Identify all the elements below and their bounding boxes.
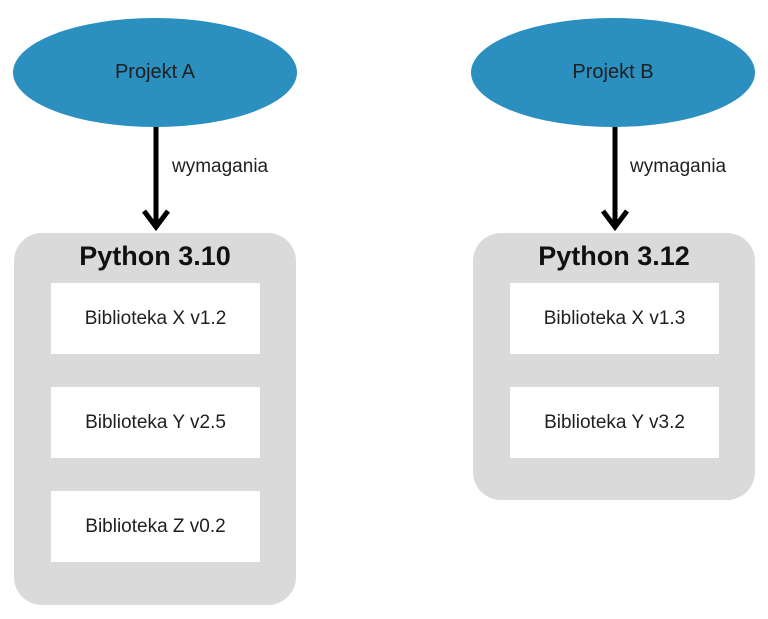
- edge-label-b: wymagania: [630, 156, 727, 177]
- environment-b-title: Python 3.12: [538, 241, 690, 271]
- library-box: Biblioteka X v1.3: [510, 283, 719, 354]
- project-a-label: Projekt A: [114, 61, 196, 83]
- environment-b: Python 3.12 Biblioteka X v1.3 Biblioteka…: [473, 233, 755, 500]
- arrow-b: [601, 127, 629, 232]
- library-box: Biblioteka Z v0.2: [51, 491, 260, 562]
- arrow-a: [142, 127, 170, 232]
- environment-a: Python 3.10 Biblioteka X v1.2 Biblioteka…: [14, 233, 296, 605]
- environment-a-title: Python 3.10: [79, 241, 231, 271]
- library-box: Biblioteka Y v3.2: [510, 387, 719, 458]
- project-a-node: Projekt A: [13, 18, 297, 127]
- edge-label-a: wymagania: [172, 156, 269, 177]
- library-box: Biblioteka Y v2.5: [51, 387, 260, 458]
- project-b-node: Projekt B: [471, 18, 755, 127]
- library-box: Biblioteka X v1.2: [51, 283, 260, 354]
- project-b-label: Projekt B: [572, 61, 654, 83]
